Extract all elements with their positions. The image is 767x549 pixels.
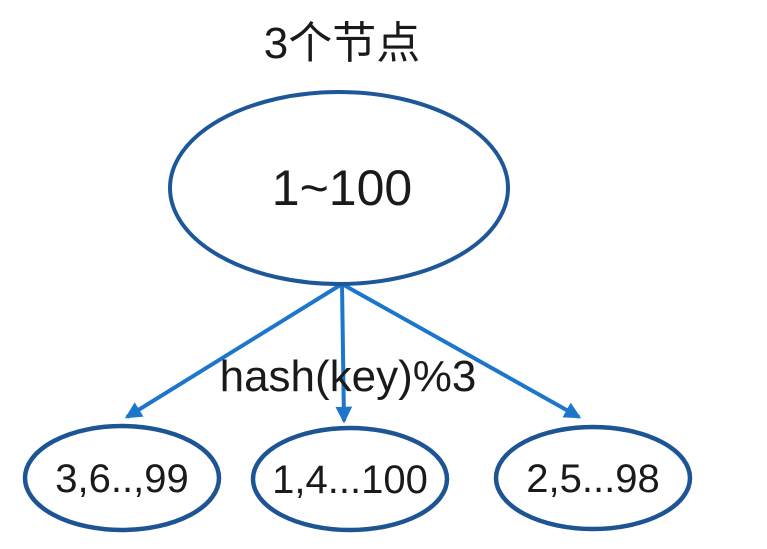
child-node-middle-ellipse — [250, 425, 450, 533]
edge-label: hash(key)%3 — [220, 352, 477, 401]
edge-arrow-left — [124, 282, 344, 419]
child-node-left-ellipse — [22, 423, 222, 533]
child-node-left-label: 3,6..,99 — [55, 457, 188, 501]
edge-arrow-right — [341, 282, 582, 419]
child-node-middle-label: 1,4...100 — [272, 458, 428, 502]
diagram-title: 3个节点 — [264, 19, 420, 68]
root-node-ellipse — [168, 90, 510, 286]
edges-group — [124, 282, 582, 424]
child-node-right-ellipse — [493, 424, 693, 532]
child-nodes-group: 3,6..,99 1,4...100 2,5...98 — [22, 423, 693, 533]
child-node-right-label: 2,5...98 — [526, 457, 659, 501]
edge-arrow-middle — [335, 283, 353, 424]
root-node-label: 1~100 — [272, 160, 412, 216]
